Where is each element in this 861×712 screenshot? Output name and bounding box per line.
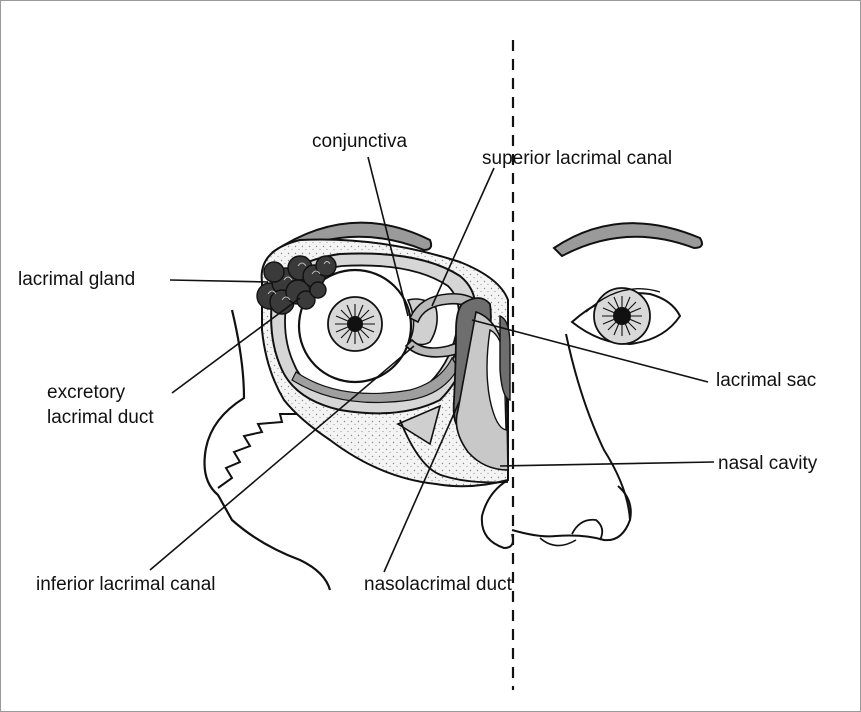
label-conjunctiva: conjunctiva <box>312 131 407 153</box>
label-lacrimal-sac: lacrimal sac <box>716 370 816 392</box>
right-pupil <box>613 307 631 325</box>
nose-left-outline <box>482 480 513 548</box>
label-excretory-line2: lacrimal duct <box>47 407 154 429</box>
label-superior-lacrimal-canal: superior lacrimal canal <box>482 148 672 170</box>
label-excretory-line1: excretory <box>47 382 125 404</box>
label-nasolacrimal-duct: nasolacrimal duct <box>364 574 512 596</box>
leader-lacrimal-gland <box>170 280 268 282</box>
left-pupil <box>347 316 363 332</box>
label-lacrimal-gland: lacrimal gland <box>18 269 135 291</box>
nose-bottom-right <box>512 486 631 540</box>
label-inferior-lacrimal-canal: inferior lacrimal canal <box>36 574 216 596</box>
leader-nasal-cavity <box>500 462 714 466</box>
right-eyebrow <box>554 223 702 256</box>
label-nasal-cavity: nasal cavity <box>718 453 817 475</box>
nose-bridge-right <box>566 334 630 520</box>
nose-ala-right <box>540 538 576 546</box>
